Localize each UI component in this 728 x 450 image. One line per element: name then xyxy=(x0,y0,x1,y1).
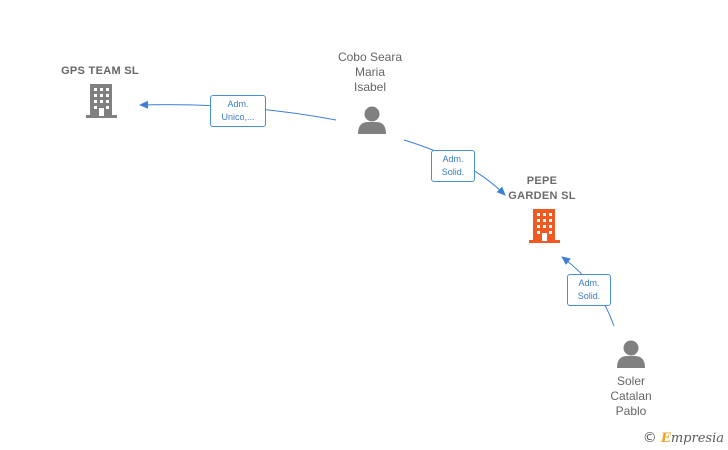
edge-label-line: Solid. xyxy=(577,291,601,301)
brand-watermark: © Empresia xyxy=(643,430,724,446)
building-icon[interactable] xyxy=(86,84,117,118)
brand-logo-initial: E xyxy=(660,431,671,446)
edge-label-line: Adm. xyxy=(578,278,600,288)
edge-label-soler-pepe[interactable]: Adm. Solid. xyxy=(567,274,611,306)
node-name-line: Pablo xyxy=(615,404,647,418)
person-icon[interactable] xyxy=(617,340,645,369)
edge-label-line: Solid. xyxy=(441,167,465,177)
edge-label-line: Unico,... xyxy=(221,112,255,122)
node-name-line: Cobo Seara xyxy=(337,50,403,64)
node-label-cobo-seara[interactable]: Cobo Seara Maria Isabel xyxy=(320,50,420,95)
edge-label-cobo-pepe[interactable]: Adm. Solid. xyxy=(431,150,475,182)
node-name-line: Catalan xyxy=(610,389,652,403)
person-icon[interactable] xyxy=(358,106,386,135)
node-name-line: PEPE xyxy=(526,175,558,187)
node-label-pepe-garden[interactable]: PEPE GARDEN SL xyxy=(492,174,592,204)
node-label-gps-team[interactable]: GPS TEAM SL xyxy=(50,64,150,79)
node-name-line: Soler xyxy=(616,374,645,388)
node-name-line: Isabel xyxy=(353,80,387,94)
edge-label-line: Adm. xyxy=(442,154,464,164)
node-label-soler-catalan[interactable]: Soler Catalan Pablo xyxy=(581,374,681,419)
edge-label-cobo-gps[interactable]: Adm. Unico,... xyxy=(210,95,266,127)
building-icon[interactable] xyxy=(529,209,560,243)
edge-label-line: Adm. xyxy=(227,99,249,109)
node-name-line: GARDEN SL xyxy=(508,190,576,202)
copyright-icon: © xyxy=(642,430,657,446)
brand-name: mpresia xyxy=(670,431,724,446)
node-name-line: Maria xyxy=(354,65,385,79)
node-name-line: GPS TEAM SL xyxy=(61,65,139,77)
